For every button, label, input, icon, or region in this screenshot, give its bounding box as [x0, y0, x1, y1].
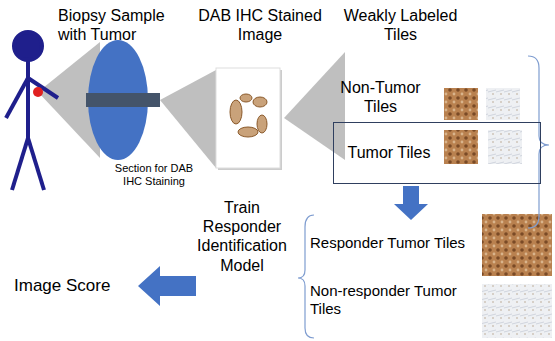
tile-image	[482, 284, 552, 338]
block-arrow	[394, 186, 428, 220]
stained-image	[216, 68, 280, 168]
heading-label: DAB IHC Stained Image	[195, 6, 325, 44]
tile-image	[482, 214, 552, 276]
tile-label: Non-Tumor Tiles	[333, 78, 428, 116]
tile-image	[444, 130, 478, 164]
heading-label: Biopsy Sample with Tumor	[58, 6, 183, 44]
heading-label: Weakly Labeled Tiles	[338, 6, 463, 44]
patient-figure	[6, 32, 58, 190]
bracket	[528, 56, 549, 228]
output-label: Image Score	[14, 276, 134, 296]
tile-label: Responder Tumor Tiles	[310, 234, 482, 252]
tile-image	[486, 88, 520, 120]
zoom-wedge	[160, 70, 216, 168]
stained-tissue	[230, 94, 267, 137]
step-label: Train Responder Identification Model	[190, 198, 294, 275]
zoom-wedge	[284, 52, 345, 160]
tile-image	[488, 130, 522, 164]
box-label: Tumor Tiles	[345, 143, 433, 162]
tumor-dot	[33, 87, 43, 97]
tile-image	[444, 88, 478, 120]
bracket	[298, 215, 314, 338]
section-bar	[86, 93, 160, 107]
tile-label: Non-responder Tumor Tiles	[310, 282, 478, 318]
caption-note: Section for DAB IHC Staining	[104, 162, 204, 188]
block-arrow	[138, 266, 196, 306]
group-box: Tumor Tiles	[333, 122, 541, 184]
